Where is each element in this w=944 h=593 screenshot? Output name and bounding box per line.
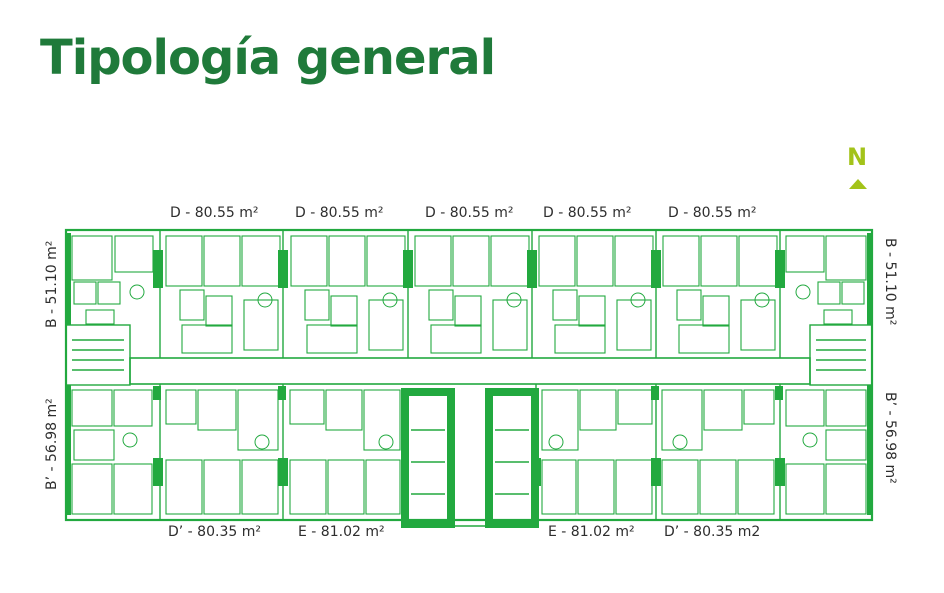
north-indicator: N [843,143,873,191]
page-title: Tipología general [40,30,496,86]
unit-label-top-5: D - 80.55 m² [668,205,757,221]
north-label: N [847,143,868,171]
unit-label-top-2: D - 80.55 m² [295,205,384,221]
unit-label-bottom-4: D’ - 80.35 m2 [664,524,761,540]
north-arrow-icon [849,179,867,189]
unit-label-bottom-1: D’ - 80.35 m² [168,524,261,540]
unit-label-top-1: D - 80.55 m² [170,205,259,221]
unit-label-bottom-2: E - 81.02 m² [298,524,385,540]
unit-label-top-4: D - 80.55 m² [543,205,632,221]
unit-label-bottom-3: E - 81.02 m² [548,524,635,540]
unit-label-top-3: D - 80.55 m² [425,205,514,221]
